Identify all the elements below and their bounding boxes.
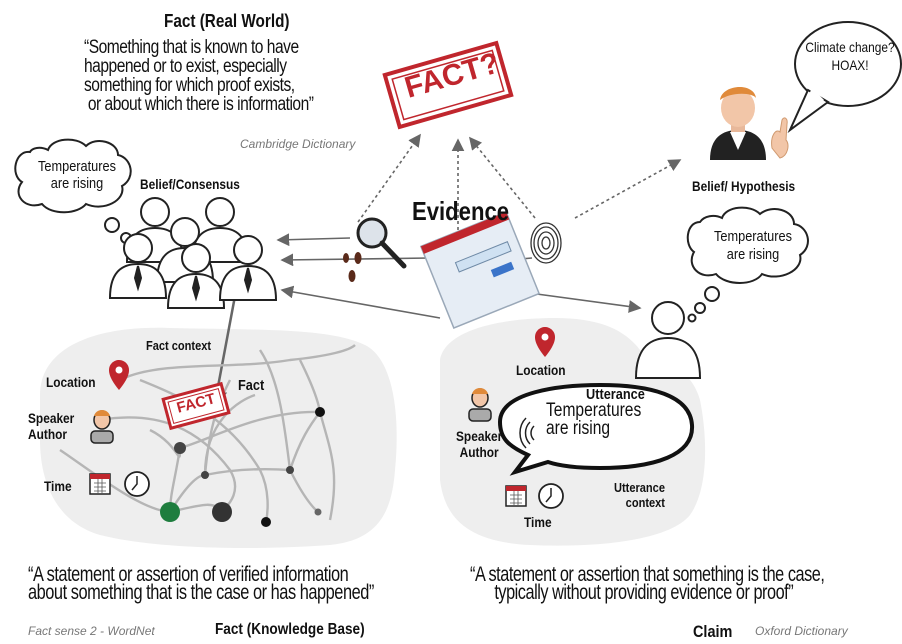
calendar-icon-left xyxy=(89,473,111,495)
belief-hypothesis-label: Belief/ Hypothesis xyxy=(692,178,796,194)
cambridge-source: Cambridge Dictionary xyxy=(240,137,356,151)
utterance-location-label: Location xyxy=(516,362,566,378)
claim-quote: “A statement or assertion that something… xyxy=(470,563,825,604)
magnifier-icon xyxy=(356,217,407,269)
clock-icon-left xyxy=(124,471,150,497)
oxford-source: Oxford Dictionary xyxy=(755,624,848,638)
speaker-person-icon xyxy=(634,301,702,379)
footprints-icon xyxy=(343,252,362,282)
knowledge-graph-nodes xyxy=(160,407,325,527)
fact-location-label: Location xyxy=(46,374,96,390)
utterance-text: Temperatures are rising xyxy=(546,400,642,439)
evidence-bag-icon xyxy=(419,210,541,330)
thought-bubble-left xyxy=(14,138,132,244)
fact-question-stamp xyxy=(382,40,514,130)
crowd-icon xyxy=(108,197,278,309)
speech-hoax-text: Climate change? HOAX! xyxy=(805,39,895,73)
fingerprint-icon xyxy=(530,222,562,264)
evidence-label: Evidence xyxy=(412,196,510,226)
fact-speaker-label: Speaker Author xyxy=(28,410,75,442)
claim-title: Claim xyxy=(693,622,733,641)
speech-bubble-hoax xyxy=(787,21,902,134)
location-pin-icon-right xyxy=(535,327,555,357)
hypothesis-person-icon xyxy=(710,86,789,160)
calendar-icon-right xyxy=(505,485,527,507)
location-pin-icon-left xyxy=(109,360,129,390)
fact-kb-quote: “A statement or assertion of verified in… xyxy=(28,563,374,604)
fact-time-label: Time xyxy=(44,478,72,494)
thought-left-text: Temperatures are rising xyxy=(38,158,116,192)
clock-icon-right xyxy=(538,483,564,509)
utterance-speech-bubble xyxy=(497,382,695,476)
speaker-icon-left xyxy=(90,410,114,444)
fact-context-label: Fact context xyxy=(146,338,212,353)
thought-right-text: Temperatures are rising xyxy=(714,228,792,263)
wordnet-source: Fact sense 2 - WordNet xyxy=(28,624,155,638)
speaker-icon-right xyxy=(468,388,492,422)
fact-node-label: Fact xyxy=(238,377,265,394)
utterance-context-label: Utterance context xyxy=(614,480,665,510)
belief-consensus-label: Belief/Consensus xyxy=(140,176,240,192)
fact-stamp xyxy=(161,381,231,431)
utterance-speaker-label: Speaker Author xyxy=(456,428,503,460)
fact-kb-title: Fact (Knowledge Base) xyxy=(215,621,365,638)
utterance-label: Utterance xyxy=(586,386,645,403)
fact-real-world-title: Fact (Real World) xyxy=(164,11,290,31)
thought-bubble-right xyxy=(686,206,809,323)
sound-waves-icon xyxy=(519,417,535,449)
fact-real-world-quote: “Something that is known to have happene… xyxy=(84,37,314,115)
utterance-time-label: Time xyxy=(524,514,552,530)
